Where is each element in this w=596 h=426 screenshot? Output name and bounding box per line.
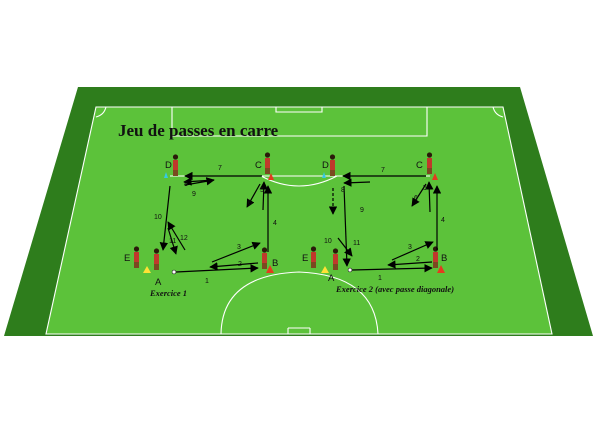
player-c2 xyxy=(426,152,433,174)
point-label-a1: A xyxy=(155,277,162,288)
cone-e1 xyxy=(143,266,151,273)
exercise-1-caption: Exercice 1 xyxy=(149,288,187,298)
pass-number: 11 xyxy=(169,238,176,245)
point-label-e1: E xyxy=(124,253,130,264)
player-d2 xyxy=(329,154,336,176)
cone-e2 xyxy=(321,266,329,273)
pass-number: 9 xyxy=(360,207,364,214)
cone-d2 xyxy=(322,172,326,178)
pass-arrows-2 xyxy=(328,171,442,273)
point-label-b1: B xyxy=(272,258,278,269)
point-label-d2: D xyxy=(322,160,329,171)
exercise-1: D C E A B 1 2 3 4 5 6 7 8 9 10 11 12 Exe… xyxy=(124,152,278,298)
pass-number: 11 xyxy=(353,240,360,247)
cone-b2 xyxy=(437,265,445,273)
pass-number: 5 xyxy=(260,187,264,194)
ball-2 xyxy=(347,267,353,273)
exercise-2-caption: Exercice 2 (avec passe diagonale) xyxy=(335,284,454,294)
pass-number: 7 xyxy=(381,167,385,174)
pass-number: 5 xyxy=(423,185,427,192)
point-label-c1: C xyxy=(255,160,262,171)
player-a1 xyxy=(153,248,160,270)
pass-number: 7 xyxy=(218,165,222,172)
point-label-a2: A xyxy=(328,273,335,284)
player-e1 xyxy=(133,246,140,268)
player-e2 xyxy=(310,246,317,268)
pass-number: 10 xyxy=(154,214,162,221)
point-label-c2: C xyxy=(416,160,423,171)
pass-number: 3 xyxy=(237,244,241,251)
cone-b1 xyxy=(266,265,274,273)
cone-c1 xyxy=(268,173,274,180)
pass-number: 4 xyxy=(273,220,277,227)
player-c1 xyxy=(264,152,271,174)
pass-number: 6 xyxy=(248,200,252,207)
pitch-surface xyxy=(46,107,552,334)
point-label-b2: B xyxy=(441,253,447,264)
cone-d1 xyxy=(164,172,168,178)
pass-number: 1 xyxy=(205,278,209,285)
pass-arrows-1 xyxy=(159,171,273,273)
exercise-2: D C E A B 1 2 3 4 5 6 7 8 9 10 11 Exerci… xyxy=(302,152,454,294)
pass-number: 12 xyxy=(180,235,188,242)
pitch-markings xyxy=(45,106,553,335)
pass-number: 1 xyxy=(378,275,382,282)
drill-title: Jeu de passes en carre xyxy=(118,121,279,140)
pass-number: 8 xyxy=(184,181,188,188)
pass-number: 2 xyxy=(238,261,242,268)
pass-number: 8 xyxy=(341,187,345,194)
pass-number: 2 xyxy=(416,256,420,263)
cone-c2 xyxy=(432,173,438,180)
point-label-d1: D xyxy=(165,160,172,171)
pass-number: 9 xyxy=(192,191,196,198)
player-a2 xyxy=(332,248,339,270)
ball-1 xyxy=(171,269,177,275)
pass-number: 4 xyxy=(441,217,445,224)
player-d1 xyxy=(172,154,179,176)
player-b1 xyxy=(261,247,268,269)
pass-number: 10 xyxy=(324,238,332,245)
point-label-e2: E xyxy=(302,253,308,264)
pass-number: 3 xyxy=(408,244,412,251)
pass-number: 6 xyxy=(414,195,418,202)
